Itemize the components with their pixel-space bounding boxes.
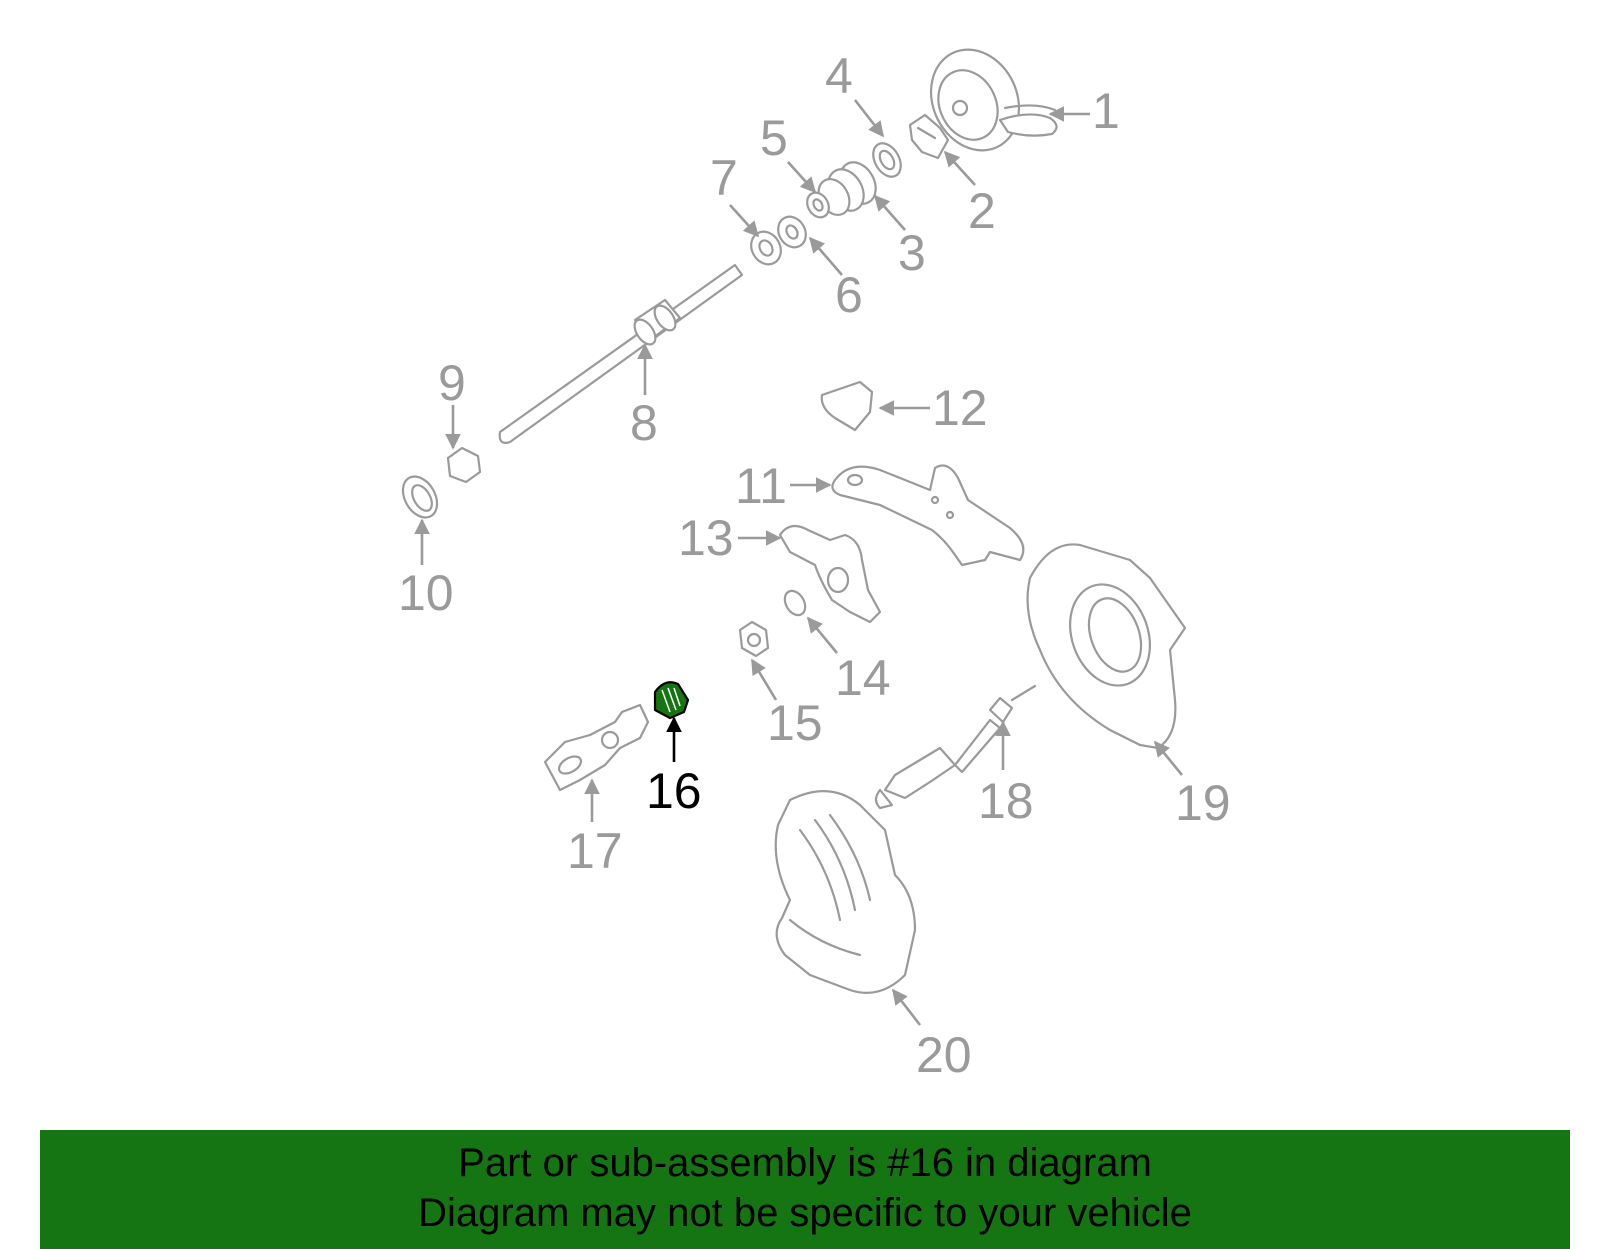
callout-label-6: 6 (835, 267, 863, 323)
callout-label-16: 16 (646, 763, 702, 819)
callout-label-17: 17 (567, 823, 623, 879)
callout-line-3 (873, 194, 906, 231)
part-4-shape (872, 142, 902, 178)
callout-line-14 (806, 616, 839, 654)
callout-label-9: 9 (438, 355, 466, 411)
callout-line-4 (853, 99, 885, 138)
callout-label-18: 18 (978, 773, 1034, 829)
callout-label-4: 4 (825, 48, 853, 104)
callout-line-7 (729, 204, 760, 238)
callout-label-19: 19 (1175, 775, 1231, 831)
part-6-shape (777, 215, 807, 249)
callout-label-2: 2 (968, 183, 996, 239)
callout-label-7: 7 (710, 150, 738, 206)
callout-line-20 (891, 988, 922, 1026)
part-2-shape (908, 113, 950, 160)
part-16-shape (653, 681, 690, 720)
footer-line-part-info: Part or sub-assembly is #16 in diagram (458, 1141, 1152, 1185)
callout-line-6 (808, 236, 843, 276)
part-14-shape (783, 589, 807, 617)
callout-label-12: 12 (932, 380, 988, 436)
footer-line-disclaimer: Diagram may not be specific to your vehi… (418, 1191, 1192, 1235)
callout-label-3: 3 (898, 225, 926, 281)
callout-line-2 (943, 150, 976, 186)
callout-line-19 (1153, 740, 1184, 776)
callout-label-8: 8 (630, 395, 658, 451)
callout-line-15 (750, 658, 778, 701)
callout-label-13: 13 (678, 510, 734, 566)
part-19-shape (1026, 543, 1187, 750)
part-12-shape (820, 380, 874, 432)
callout-label-11: 11 (735, 458, 787, 514)
part-18-shape (874, 684, 1037, 810)
part-7-shape (750, 230, 782, 266)
callout-label-1: 1 (1092, 83, 1120, 139)
callout-label-5: 5 (760, 110, 788, 166)
part-9-shape (446, 446, 482, 484)
part-13-shape (778, 524, 882, 624)
callout-label-14: 14 (835, 650, 891, 706)
part-3-shape (817, 161, 877, 216)
part-15-shape (738, 620, 770, 658)
part-5-shape (806, 191, 830, 219)
part-1-shape (929, 48, 1058, 152)
callout-labels: 1 2 3 4 5 6 7 8 9 10 11 12 13 14 15 16 1… (398, 48, 1231, 1083)
footer-banner: Part or sub-assembly is #16 in diagram D… (40, 1130, 1570, 1249)
part-17-shape (543, 703, 650, 792)
part-20-shape (774, 790, 917, 994)
parts-diagram: 1 2 3 4 5 6 7 8 9 10 11 12 13 14 15 16 1… (398, 48, 1231, 1083)
part-10-shape (401, 475, 439, 519)
callout-line-5 (787, 161, 817, 194)
callout-label-15: 15 (767, 695, 823, 751)
callout-label-10: 10 (398, 565, 454, 621)
callout-lines (414, 99, 1184, 1026)
callout-label-20: 20 (916, 1027, 972, 1083)
part-11-shape (831, 464, 1025, 567)
part-8-shape (498, 263, 744, 444)
